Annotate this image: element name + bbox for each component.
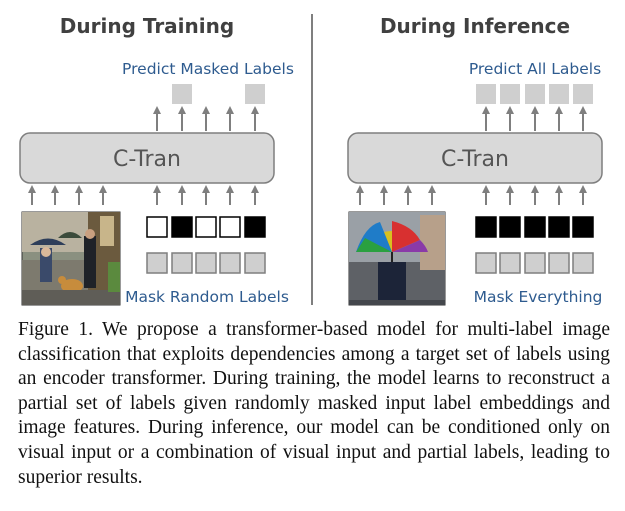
ctran-box — [19, 132, 275, 184]
predicted-token — [172, 84, 192, 104]
right-panel: During Inference Predict All Labels C-Tr… — [347, 14, 603, 306]
right-panel-title: During Inference — [380, 14, 570, 38]
ctran-box — [347, 132, 603, 184]
predicted-token — [476, 84, 496, 104]
label-token — [219, 252, 241, 274]
label-token — [572, 252, 594, 274]
label-token — [548, 252, 570, 274]
left-top-label: Predict Masked Labels — [122, 60, 294, 78]
input-arrows — [28, 185, 259, 205]
predicted-token — [525, 84, 545, 104]
output-arrows — [153, 106, 259, 131]
label-token — [171, 252, 193, 274]
masked-token — [499, 216, 521, 238]
input-photo-training — [21, 211, 121, 306]
predicted-token — [500, 84, 520, 104]
predicted-token — [245, 84, 265, 104]
unmasked-token — [146, 216, 168, 238]
unmasked-token — [219, 216, 241, 238]
masked-token — [171, 216, 193, 238]
left-bottom-label: Mask Random Labels — [125, 288, 289, 306]
masked-token — [475, 216, 497, 238]
mask-token-row — [146, 216, 266, 238]
masked-token — [524, 216, 546, 238]
right-bottom-label: Mask Everything — [474, 288, 603, 306]
predicted-token — [573, 84, 593, 104]
label-token — [499, 252, 521, 274]
label-embedding-row — [475, 252, 594, 274]
output-arrows — [482, 106, 587, 131]
right-top-label: Predict All Labels — [469, 60, 601, 78]
masked-token — [572, 216, 594, 238]
masked-token — [244, 216, 266, 238]
left-panel: During Training Predict Masked Labels C-… — [19, 14, 294, 306]
input-arrows — [356, 185, 587, 205]
label-embedding-row — [146, 252, 266, 274]
mask-token-row — [475, 216, 594, 238]
label-token — [146, 252, 168, 274]
ctran-label: C-Tran — [113, 147, 181, 172]
label-token — [524, 252, 546, 274]
label-token — [195, 252, 217, 274]
label-token — [244, 252, 266, 274]
predicted-token-row — [476, 84, 593, 104]
figure-caption: Figure 1. We propose a transformer-based… — [18, 319, 610, 488]
masked-token — [548, 216, 570, 238]
ctran-label: C-Tran — [441, 147, 509, 172]
left-panel-title: During Training — [60, 14, 234, 38]
label-token — [475, 252, 497, 274]
unmasked-token — [195, 216, 217, 238]
input-photo-inference — [348, 211, 446, 306]
predicted-token — [549, 84, 569, 104]
figure-diagram: During Training Predict Masked Labels C-… — [19, 14, 603, 306]
